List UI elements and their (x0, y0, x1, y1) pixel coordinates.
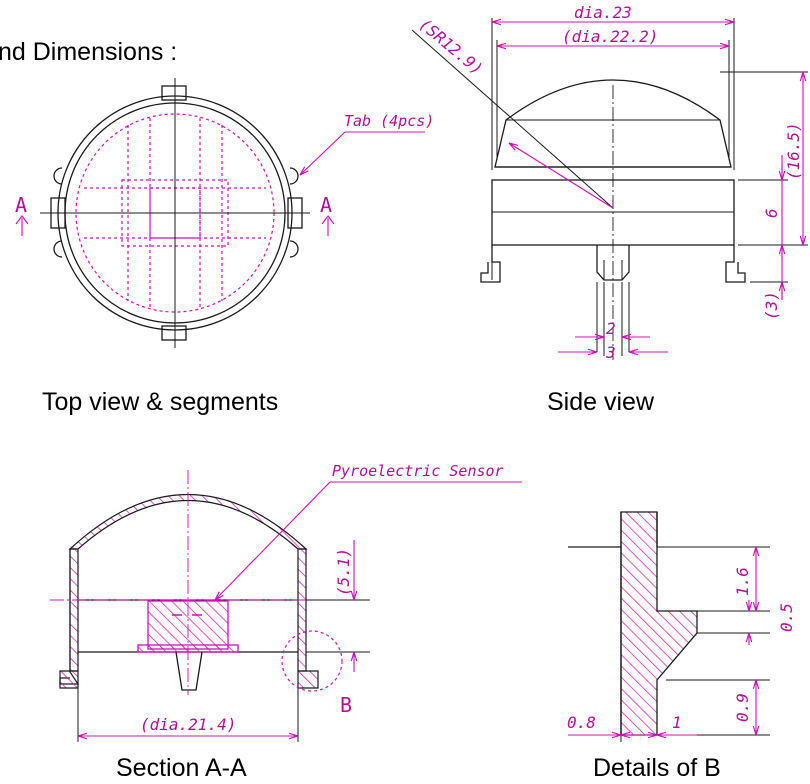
caption-side-view: Side view (547, 388, 654, 416)
dim-16-5: (16.5) (784, 122, 803, 180)
caption-section: Section A-A (116, 754, 247, 782)
dim-3-width: 3 (605, 343, 616, 362)
dim-0-9: 0.9 (733, 693, 752, 722)
section-view (50, 470, 522, 742)
dim-0-5: 0.5 (777, 603, 796, 632)
dim-0-8: 0.8 (567, 713, 596, 732)
details-view (568, 511, 770, 742)
dim-1: 1 (672, 713, 682, 732)
dim-2: 2 (606, 319, 616, 338)
caption-top-view: Top view & segments (42, 388, 279, 416)
side-view (411, 18, 808, 360)
dim-dia-23: dia.23 (574, 3, 632, 22)
caption-details: Details of B (593, 754, 721, 782)
section-marker-left: A (15, 193, 27, 217)
dim-6: 6 (762, 208, 781, 218)
section-marker-right: A (320, 193, 332, 217)
detail-marker: B (340, 693, 352, 717)
tab-label: Tab (4pcs) (344, 112, 434, 130)
dim-1-6: 1.6 (733, 567, 752, 596)
dim-dia-22-2: (dia.22.2) (562, 27, 658, 46)
dim-5-1: (5.1) (334, 548, 353, 596)
dim-dia-21-4: (dia.21.4) (140, 715, 236, 734)
top-view (15, 78, 425, 348)
header-fragment: nd Dimensions : (0, 38, 178, 66)
dim-3-height: (3) (762, 291, 781, 320)
sensor-label: Pyroelectric Sensor (332, 462, 504, 480)
dim-sr12-9: (SR12.9) (415, 15, 486, 79)
